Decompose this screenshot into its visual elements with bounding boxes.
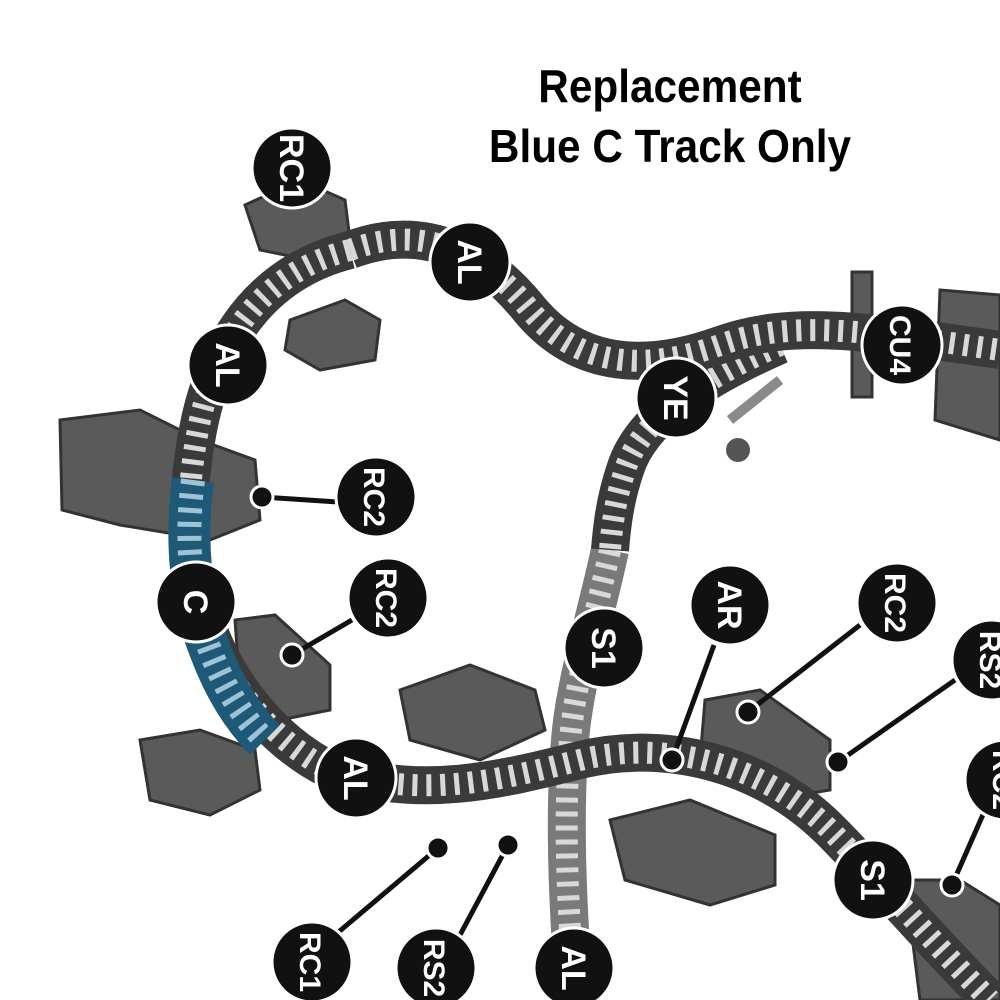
badge-label: S1 <box>853 859 891 901</box>
leader-line <box>949 808 988 887</box>
support-block <box>58 408 262 542</box>
support-block <box>608 798 777 907</box>
title-line-2: Blue C Track Only <box>488 120 852 172</box>
badge-label: RC2 <box>986 750 1000 810</box>
badge-c: C <box>154 560 238 644</box>
leader-line <box>333 846 440 937</box>
leader-line <box>669 644 717 761</box>
support-block <box>398 663 547 762</box>
badge-label: AL <box>554 945 592 990</box>
badge-al-bottom2: AL <box>532 926 616 1000</box>
track-dark <box>591 327 788 552</box>
badge-s1-right: S1 <box>831 838 915 922</box>
badge-rc1-bottom: RC1 <box>270 920 354 1000</box>
leader-dot <box>825 749 851 775</box>
badge-label: AL <box>208 342 246 387</box>
leader-dot <box>495 832 521 858</box>
leader-dot <box>659 747 685 773</box>
leader-dot <box>279 642 305 668</box>
badge-rc2-c: RC2 <box>855 561 939 645</box>
switch-knob <box>726 438 750 462</box>
badge-rs2-bottom: RS2 <box>394 926 478 1000</box>
badge-label: RC2 <box>878 573 911 633</box>
badge-al-left: AL <box>186 323 270 407</box>
support-block <box>138 728 262 817</box>
badge-label: YE <box>656 375 694 420</box>
leader-dot <box>249 484 275 510</box>
badge-label: RS2 <box>973 631 1000 689</box>
label-badges: RC1 AL AL CU4 YE RC2 <box>154 126 1000 1000</box>
badge-label: CU4 <box>883 315 916 375</box>
leader-dot <box>425 835 451 861</box>
badge-label: S1 <box>584 627 622 669</box>
support-block <box>283 298 382 372</box>
badge-label: RC2 <box>357 467 390 527</box>
badge-al-top: AL <box>428 220 512 304</box>
badge-s1-center: S1 <box>562 606 646 690</box>
blue-c-track <box>168 477 281 755</box>
badge-rc2-d: RC2 <box>963 738 1000 822</box>
badge-al-bottom: AL <box>314 736 398 820</box>
badge-ye: YE <box>634 356 718 440</box>
leader-line <box>836 677 957 765</box>
badge-rc2-a: RC2 <box>334 455 418 539</box>
badge-cu4: CU4 <box>860 303 944 387</box>
switch-lever <box>726 376 784 424</box>
badge-label: RC2 <box>369 568 402 628</box>
badge-label: AL <box>450 239 488 284</box>
badge-label: RS2 <box>417 939 450 997</box>
badge-label: RC1 <box>293 932 326 992</box>
badge-rs2-right: RS2 <box>950 618 1000 702</box>
leader-line <box>261 494 339 505</box>
badge-rc1-top: RC1 <box>250 126 334 210</box>
leader-dot <box>939 872 965 898</box>
badge-label: AR <box>710 580 748 629</box>
badge-rc2-b: RC2 <box>346 556 430 640</box>
badge-ar: AR <box>688 563 772 647</box>
leader-line <box>746 623 862 714</box>
title-line-1: Replacement <box>538 60 802 112</box>
leader-lines <box>249 484 988 937</box>
leader-line <box>457 843 511 937</box>
badge-label: C <box>176 590 214 615</box>
leader-dot <box>735 699 761 725</box>
badge-label: RC1 <box>272 134 310 202</box>
badge-label: AL <box>336 755 374 800</box>
